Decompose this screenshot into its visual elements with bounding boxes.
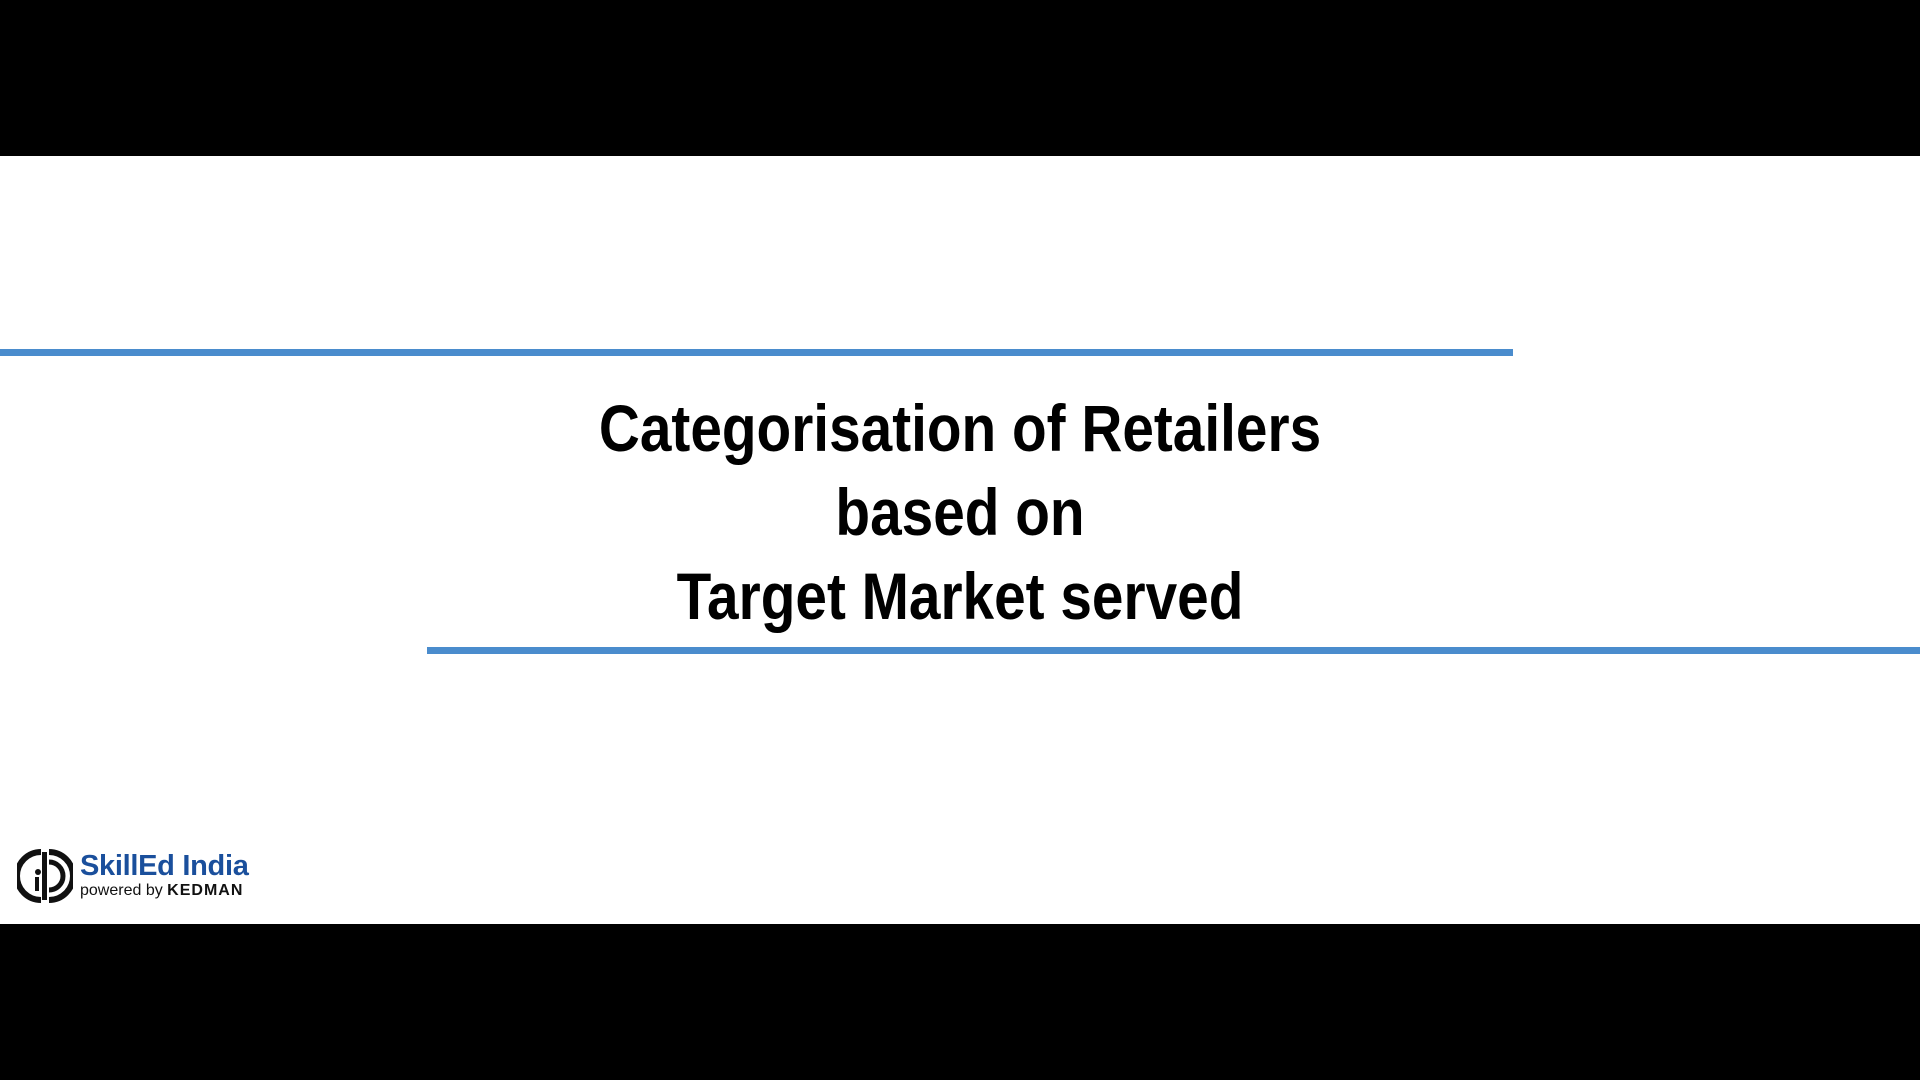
title-line-3: Target Market served <box>676 559 1244 633</box>
powered-by-company: KEDMAN <box>167 882 244 899</box>
slide-title: Categorisation of Retailers based on Tar… <box>0 386 1920 638</box>
skilled-india-logo: SkillEd India powered by KEDMAN <box>17 847 249 905</box>
title-line-1: Categorisation of Retailers <box>598 391 1322 465</box>
powered-by: powered by KEDMAN <box>80 881 249 901</box>
slide: Categorisation of Retailers based on Tar… <box>0 156 1920 924</box>
skilled-india-logo-icon <box>17 849 73 903</box>
title-line-2: based on <box>835 475 1085 549</box>
brand-name: SkillEd India <box>80 850 249 882</box>
accent-rule-top <box>0 349 1513 356</box>
powered-by-prefix: powered by <box>80 882 163 899</box>
accent-rule-bottom <box>427 647 1920 654</box>
